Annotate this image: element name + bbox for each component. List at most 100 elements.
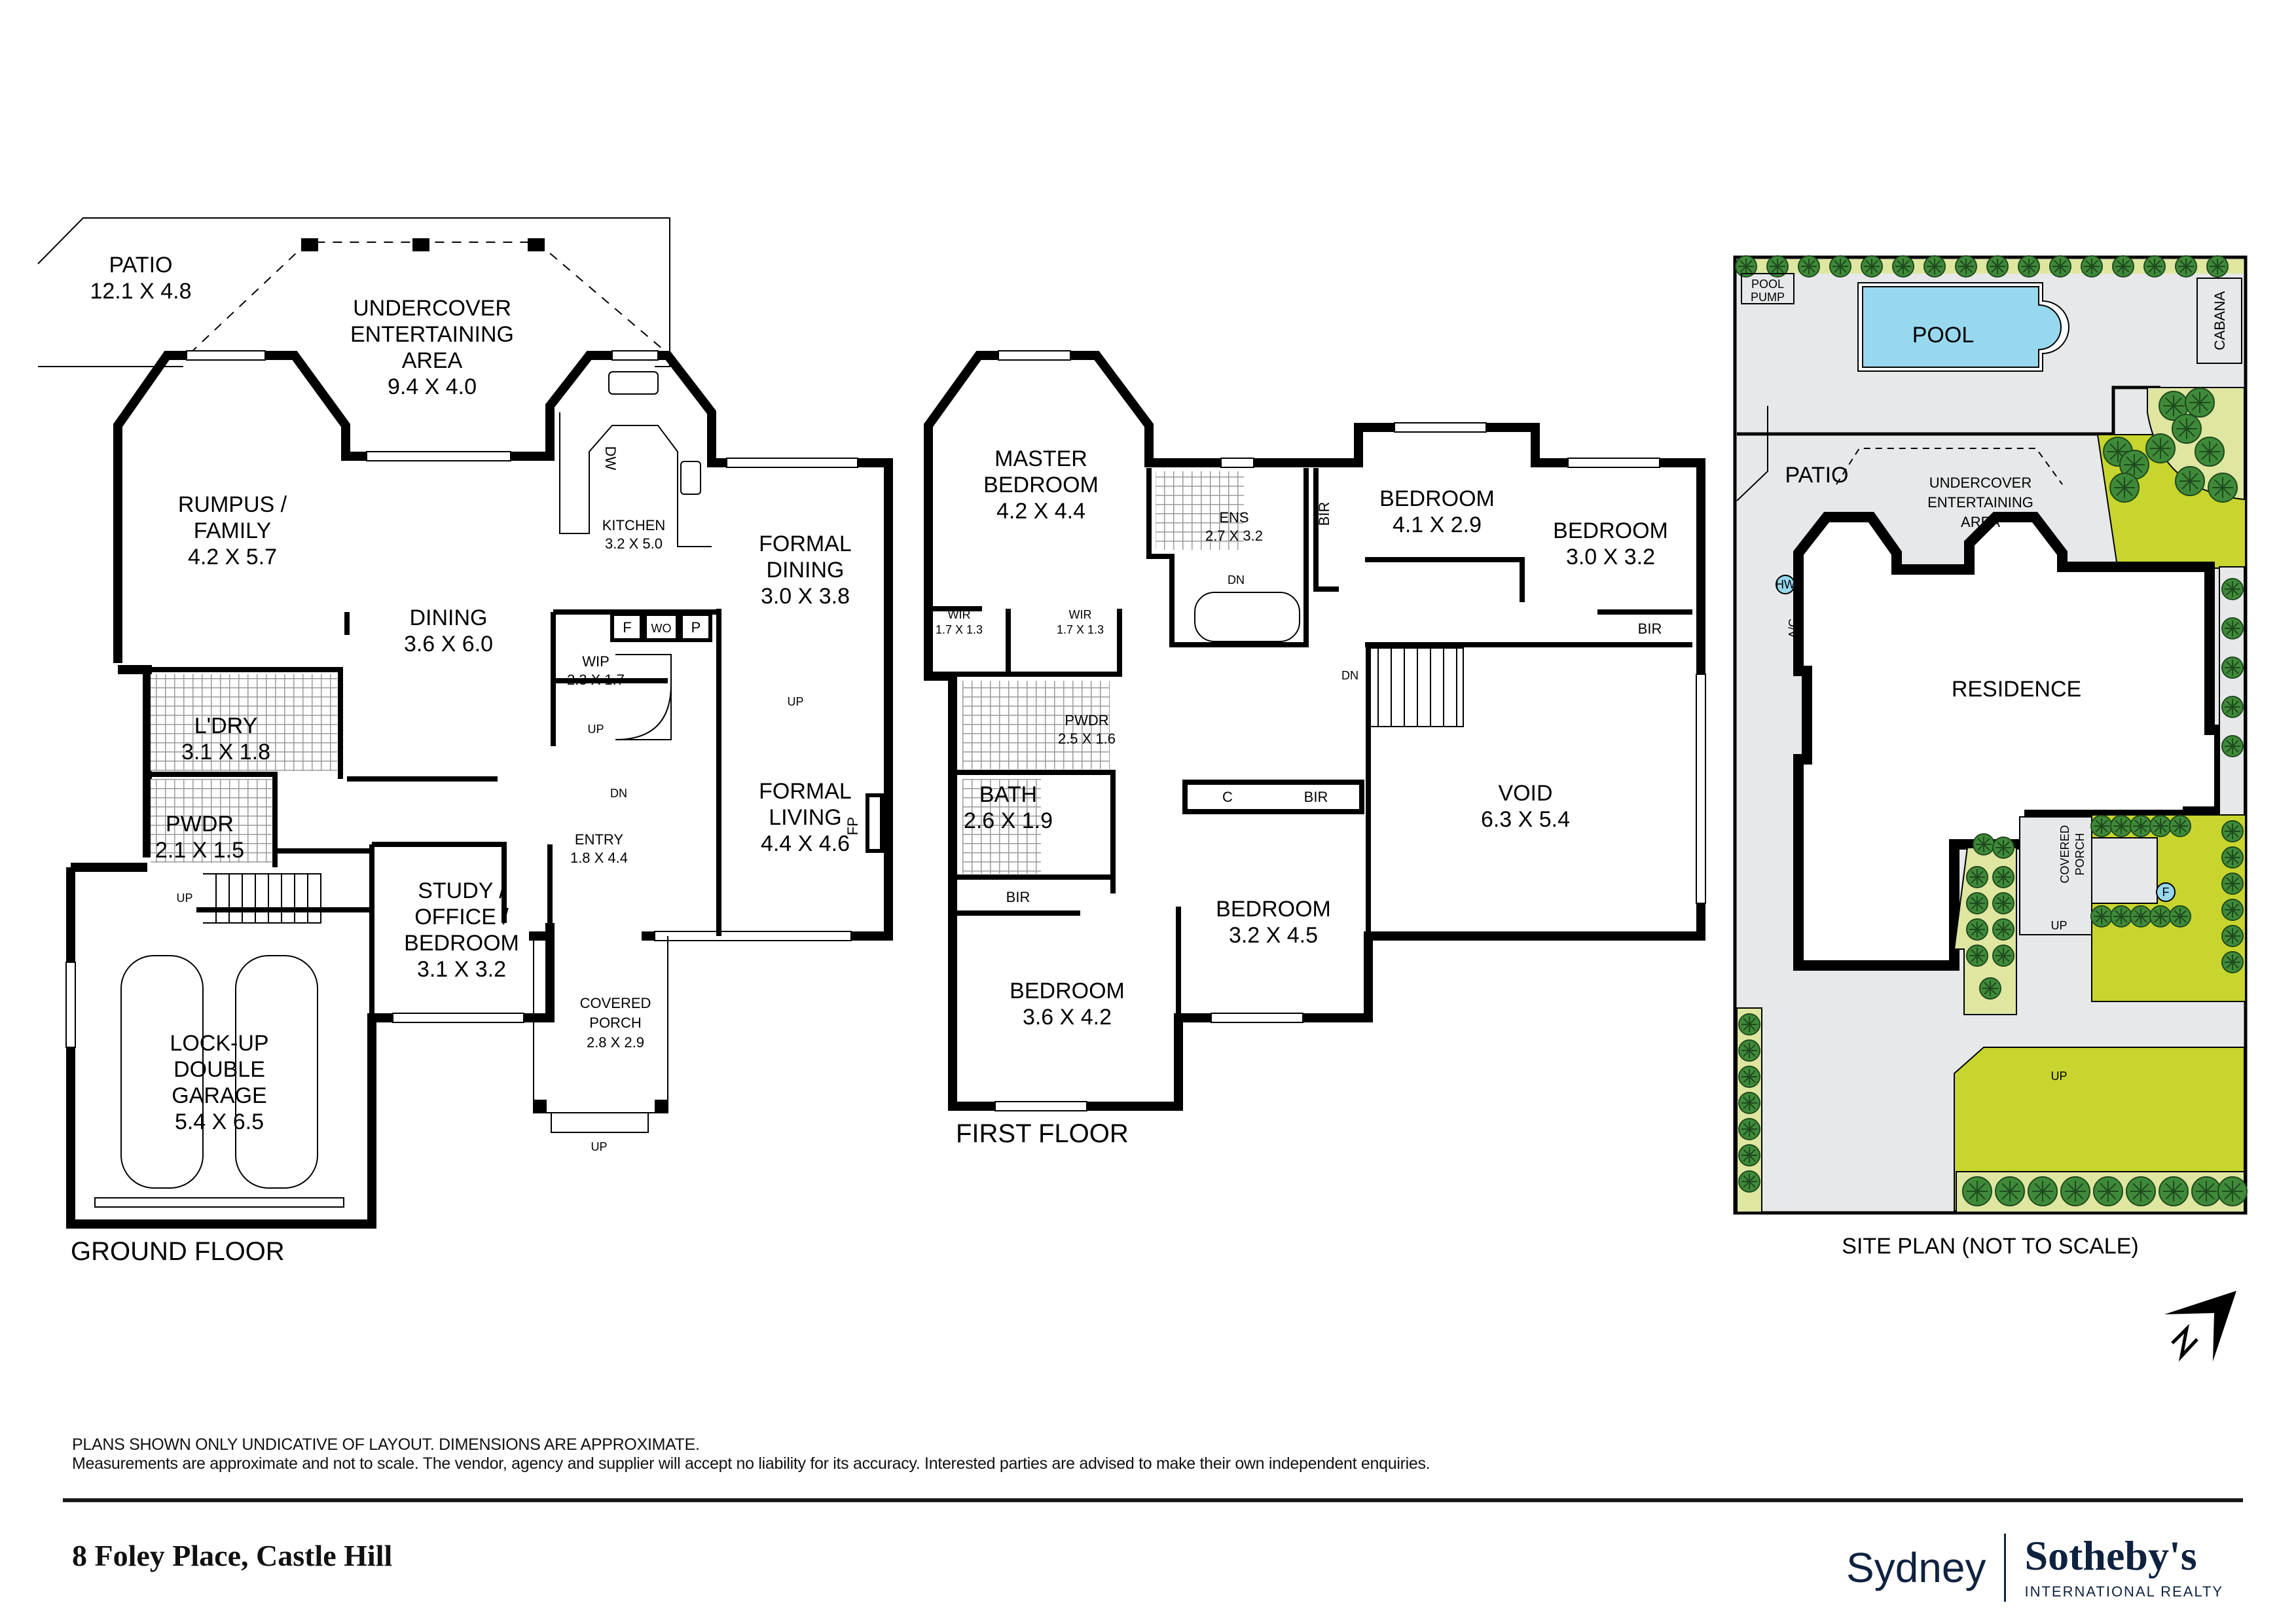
brand-wordmark: Sotheby's INTERNATIONAL REALTY bbox=[2006, 1535, 2223, 1600]
room-bed4-dims: 3.2 X 4.5 bbox=[1229, 923, 1318, 948]
room-undercover-name3: AREA bbox=[402, 348, 463, 373]
room-powder-name: PWDR bbox=[166, 812, 234, 837]
site-up-label-1: UP bbox=[2050, 919, 2067, 932]
bir-label-2: BIR bbox=[1638, 621, 1662, 637]
north-compass-icon bbox=[2164, 1291, 2236, 1362]
room-laundry-name: L'DRY bbox=[194, 713, 258, 738]
room-study-dims: 3.1 X 3.2 bbox=[417, 957, 506, 982]
car-icon bbox=[120, 955, 318, 1189]
room-bed3-dims: 3.0 X 3.2 bbox=[1566, 545, 1655, 569]
room-undercover-name2: ENTERTAINING bbox=[350, 322, 514, 347]
room-master-dims: 4.2 X 4.4 bbox=[996, 499, 1085, 524]
bir-label-3: BIR bbox=[1304, 789, 1328, 805]
site-cabana-label: CABANA bbox=[2212, 291, 2228, 350]
room-formal-dining-name1: FORMAL bbox=[759, 532, 852, 556]
room-formal-dining-dims: 3.0 X 3.8 bbox=[761, 584, 850, 609]
room-garage-name3: GARAGE bbox=[172, 1083, 266, 1108]
room-entry-dims: 1.8 X 4.4 bbox=[570, 850, 628, 866]
site-undercover-label3: AREA bbox=[1961, 514, 2000, 530]
disclaimer-heading: PLANS SHOWN ONLY UNDICATIVE OF LAYOUT. D… bbox=[72, 1435, 700, 1454]
room-ens-name: ENS bbox=[1219, 509, 1248, 526]
room-kitchen-name: KITCHEN bbox=[602, 517, 666, 533]
room-formal-living-dims: 4.4 X 4.6 bbox=[761, 831, 850, 856]
room-formal-dining-name2: DINING bbox=[767, 558, 845, 583]
ground-floor-plan: PATIO 12.1 X 4.8 UNDERCOVER ENTERTAINING… bbox=[37, 217, 893, 1266]
agency-logo: Sydney Sotheby's INTERNATIONAL REALTY bbox=[1846, 1532, 2223, 1604]
site-up-label-2: UP bbox=[2050, 1070, 2067, 1083]
room-master-name2: BEDROOM bbox=[983, 473, 1099, 497]
bir-label-4: BIR bbox=[1006, 889, 1030, 905]
room-wir2-name: WIR bbox=[1069, 608, 1092, 621]
room-rumpus-name1: RUMPUS / bbox=[178, 492, 287, 517]
room-formal-living-name1: FORMAL bbox=[759, 779, 852, 804]
pantry-label: P bbox=[691, 619, 701, 636]
room-bed2-dims: 4.1 X 2.9 bbox=[1393, 513, 1482, 537]
room-study-name3: BEDROOM bbox=[404, 931, 519, 956]
site-hot-water-label: HW bbox=[1776, 578, 1795, 591]
room-pwdr-dims: 2.5 X 1.6 bbox=[1058, 730, 1116, 747]
wall-oven-label: WO bbox=[651, 622, 672, 635]
garage-stair-up-label: UP bbox=[176, 892, 192, 905]
site-pool-pump-label2: PUMP bbox=[1751, 291, 1785, 304]
site-ac-label: A/C bbox=[1787, 619, 1800, 638]
room-garage-name1: LOCK-UP bbox=[170, 1031, 268, 1056]
first-floor-title: FIRST FLOOR bbox=[956, 1119, 1129, 1148]
room-kitchen-dims: 3.2 X 5.0 bbox=[605, 535, 663, 552]
stair-dn-label: DN bbox=[610, 787, 627, 800]
room-wir1-name: WIR bbox=[948, 608, 971, 621]
room-rumpus-name2: FAMILY bbox=[194, 518, 271, 543]
room-wip-dims: 2.3 X 1.7 bbox=[567, 672, 625, 688]
room-pwdr-name: PWDR bbox=[1065, 712, 1108, 729]
ens-dn-label: DN bbox=[1228, 573, 1245, 586]
site-covered-porch-label1: COVERED bbox=[2058, 825, 2071, 883]
stair-up-label: UP bbox=[587, 723, 604, 736]
porch-up-label: UP bbox=[591, 1140, 607, 1153]
site-pool-pump-label1: POOL bbox=[1751, 278, 1784, 291]
site-plan: POOL POOL PUMP CABANA PATIO UNDERCOVER E… bbox=[1733, 255, 2248, 1259]
living-up-label: UP bbox=[787, 695, 803, 708]
room-bath-dims: 2.6 X 1.9 bbox=[964, 808, 1053, 833]
room-covered-porch-name2: PORCH bbox=[589, 1015, 641, 1031]
room-garage-name2: DOUBLE bbox=[173, 1057, 265, 1082]
room-undercover-name1: UNDERCOVER bbox=[353, 296, 511, 321]
room-patio-dims: 12.1 X 4.8 bbox=[90, 279, 191, 304]
room-master-name1: MASTER bbox=[994, 446, 1087, 471]
room-formal-living-name2: LIVING bbox=[769, 805, 841, 830]
room-undercover-dims: 9.4 X 4.0 bbox=[388, 374, 477, 399]
room-patio-name: PATIO bbox=[109, 253, 173, 278]
room-dining-name: DINING bbox=[410, 605, 488, 630]
brand-name: Sotheby's bbox=[2024, 1532, 2197, 1579]
dishwasher-label: DW bbox=[602, 446, 619, 471]
first-floor-plan: MASTER BEDROOM 4.2 X 4.4 ENS 2.7 X 3.2 W… bbox=[924, 350, 1706, 1148]
room-void-name: VOID bbox=[1498, 781, 1552, 806]
room-bed4-name: BEDROOM bbox=[1216, 897, 1331, 922]
room-wir1-dims: 1.7 X 1.3 bbox=[936, 623, 983, 636]
site-residence-label: RESIDENCE bbox=[1952, 677, 2081, 702]
room-bed5-dims: 3.6 X 4.2 bbox=[1023, 1005, 1112, 1030]
site-pool-label: POOL bbox=[1912, 323, 1974, 348]
site-covered-porch-label2: PORCH bbox=[2073, 833, 2086, 875]
room-covered-porch-dims: 2.8 X 2.9 bbox=[587, 1034, 644, 1051]
brand-city: Sydney bbox=[1846, 1544, 1986, 1591]
room-bath-name: BATH bbox=[979, 782, 1037, 807]
site-fire-label: F bbox=[2162, 886, 2170, 899]
disclaimer-text: Measurements are approximate and not to … bbox=[72, 1454, 1430, 1473]
room-garage-dims: 5.4 X 6.5 bbox=[175, 1109, 264, 1134]
room-bed2-name: BEDROOM bbox=[1379, 486, 1495, 511]
site-undercover-label1: UNDERCOVER bbox=[1929, 475, 2032, 491]
site-undercover-label2: ENTERTAINING bbox=[1927, 494, 2033, 511]
ground-floor-title: GROUND FLOOR bbox=[71, 1237, 285, 1266]
bir-label-1: BIR bbox=[1316, 502, 1332, 526]
room-ens-dims: 2.7 X 3.2 bbox=[1205, 528, 1263, 544]
stair-dn-label: DN bbox=[1341, 669, 1358, 682]
room-rumpus-dims: 4.2 X 5.7 bbox=[188, 545, 277, 569]
fireplace-label: FP bbox=[845, 817, 861, 835]
room-wip-name: WIP bbox=[582, 653, 610, 670]
site-patio-label: PATIO bbox=[1785, 463, 1849, 488]
room-powder-dims: 2.1 X 1.5 bbox=[155, 838, 244, 863]
cupboard-label: C bbox=[1222, 789, 1233, 805]
room-study-name2: OFFICE / bbox=[414, 905, 509, 929]
site-plan-title: SITE PLAN (NOT TO SCALE) bbox=[1842, 1234, 2138, 1259]
room-dining-dims: 3.6 X 6.0 bbox=[404, 632, 493, 657]
